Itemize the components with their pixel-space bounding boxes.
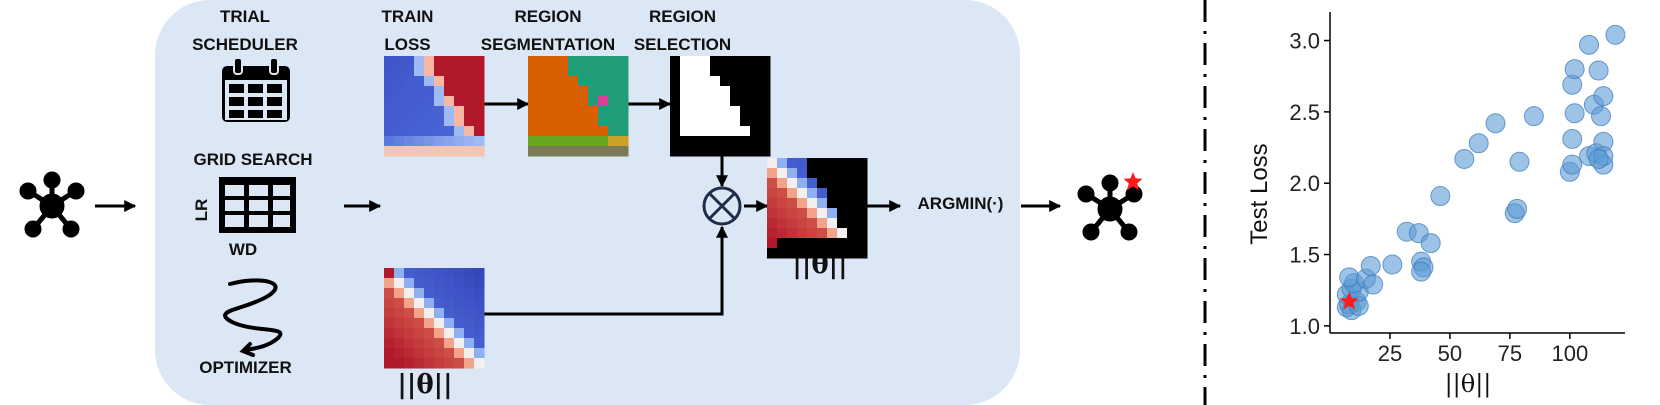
region-segmentation-map (528, 56, 629, 157)
best-point-star (1339, 291, 1359, 310)
scatter-point (1562, 154, 1583, 175)
scatter-point (1382, 254, 1403, 275)
star-icon (1123, 172, 1143, 191)
scatter-point (1509, 151, 1530, 172)
calendar-icon (222, 57, 290, 122)
scatter-point (1588, 148, 1609, 169)
scatter-point (1588, 60, 1609, 81)
x-tick-label: 75 (1498, 341, 1522, 366)
scatter-point (1564, 59, 1585, 80)
optimizer-path-icon (223, 278, 283, 357)
scatter-point (1523, 106, 1544, 127)
y-tick-label: 1.0 (1289, 314, 1320, 339)
grid-table-icon (219, 177, 296, 233)
y-tick-label: 2.0 (1289, 171, 1320, 196)
scatter-point (1562, 128, 1583, 149)
train-loss-heatmap (384, 56, 485, 157)
grid-search-label: GRID SEARCH (193, 150, 313, 169)
region-selection-label: REGION SELECTION (633, 7, 732, 54)
scatter-point (1564, 103, 1585, 124)
scatter-point (1485, 113, 1506, 134)
scatter-point (1593, 86, 1614, 107)
y-tick-label: 3.0 (1289, 29, 1320, 54)
scatter-plot: 1.0 1.5 2.0 2.5 3.0 25 50 75 100 (1289, 12, 1626, 366)
arrow-norm-to-mult (484, 225, 728, 316)
wd-axis-label: WD (228, 240, 258, 259)
network-icon (19, 171, 85, 238)
optimizer-label: OPTIMIZER (199, 358, 292, 377)
region-selection-mask (670, 56, 771, 157)
x-tick-label: 25 (1378, 341, 1402, 366)
scatter-point (1454, 148, 1475, 169)
scatter-point (1468, 133, 1489, 154)
trial-scheduler-label: TRIAL SCHEDULER (192, 7, 298, 54)
scatter-point (1507, 198, 1528, 219)
region-segmentation-label: REGION SEGMENTATION (480, 7, 616, 54)
scatter-point (1411, 261, 1432, 282)
y-axis-title: Test Loss (1246, 143, 1273, 245)
scatter-point (1605, 24, 1626, 45)
scatter-point (1339, 267, 1360, 288)
theta-norm-heatmap (384, 268, 485, 369)
argmin-label: ARGMIN(·) (917, 194, 1004, 213)
scatter-point (1360, 255, 1381, 276)
masked-norm-heatmap (767, 158, 868, 259)
train-loss-label: TRAIN LOSS (381, 7, 434, 54)
y-tick-label: 2.5 (1289, 100, 1320, 125)
multiply-icon (702, 186, 742, 226)
theta-norm-label-bottom: ||θ|| (397, 370, 453, 400)
scatter-point (1591, 106, 1612, 127)
best-network-icon (1077, 174, 1143, 241)
scatter-point (1363, 274, 1384, 295)
x-axis-title: ||θ|| (1444, 370, 1492, 398)
scatter-point (1430, 186, 1451, 207)
x-tick-label: 100 (1551, 341, 1588, 366)
y-tick-label: 1.5 (1289, 243, 1320, 268)
scatter-point (1420, 233, 1441, 254)
scatter-point (1579, 34, 1600, 55)
x-tick-label: 50 (1438, 341, 1462, 366)
